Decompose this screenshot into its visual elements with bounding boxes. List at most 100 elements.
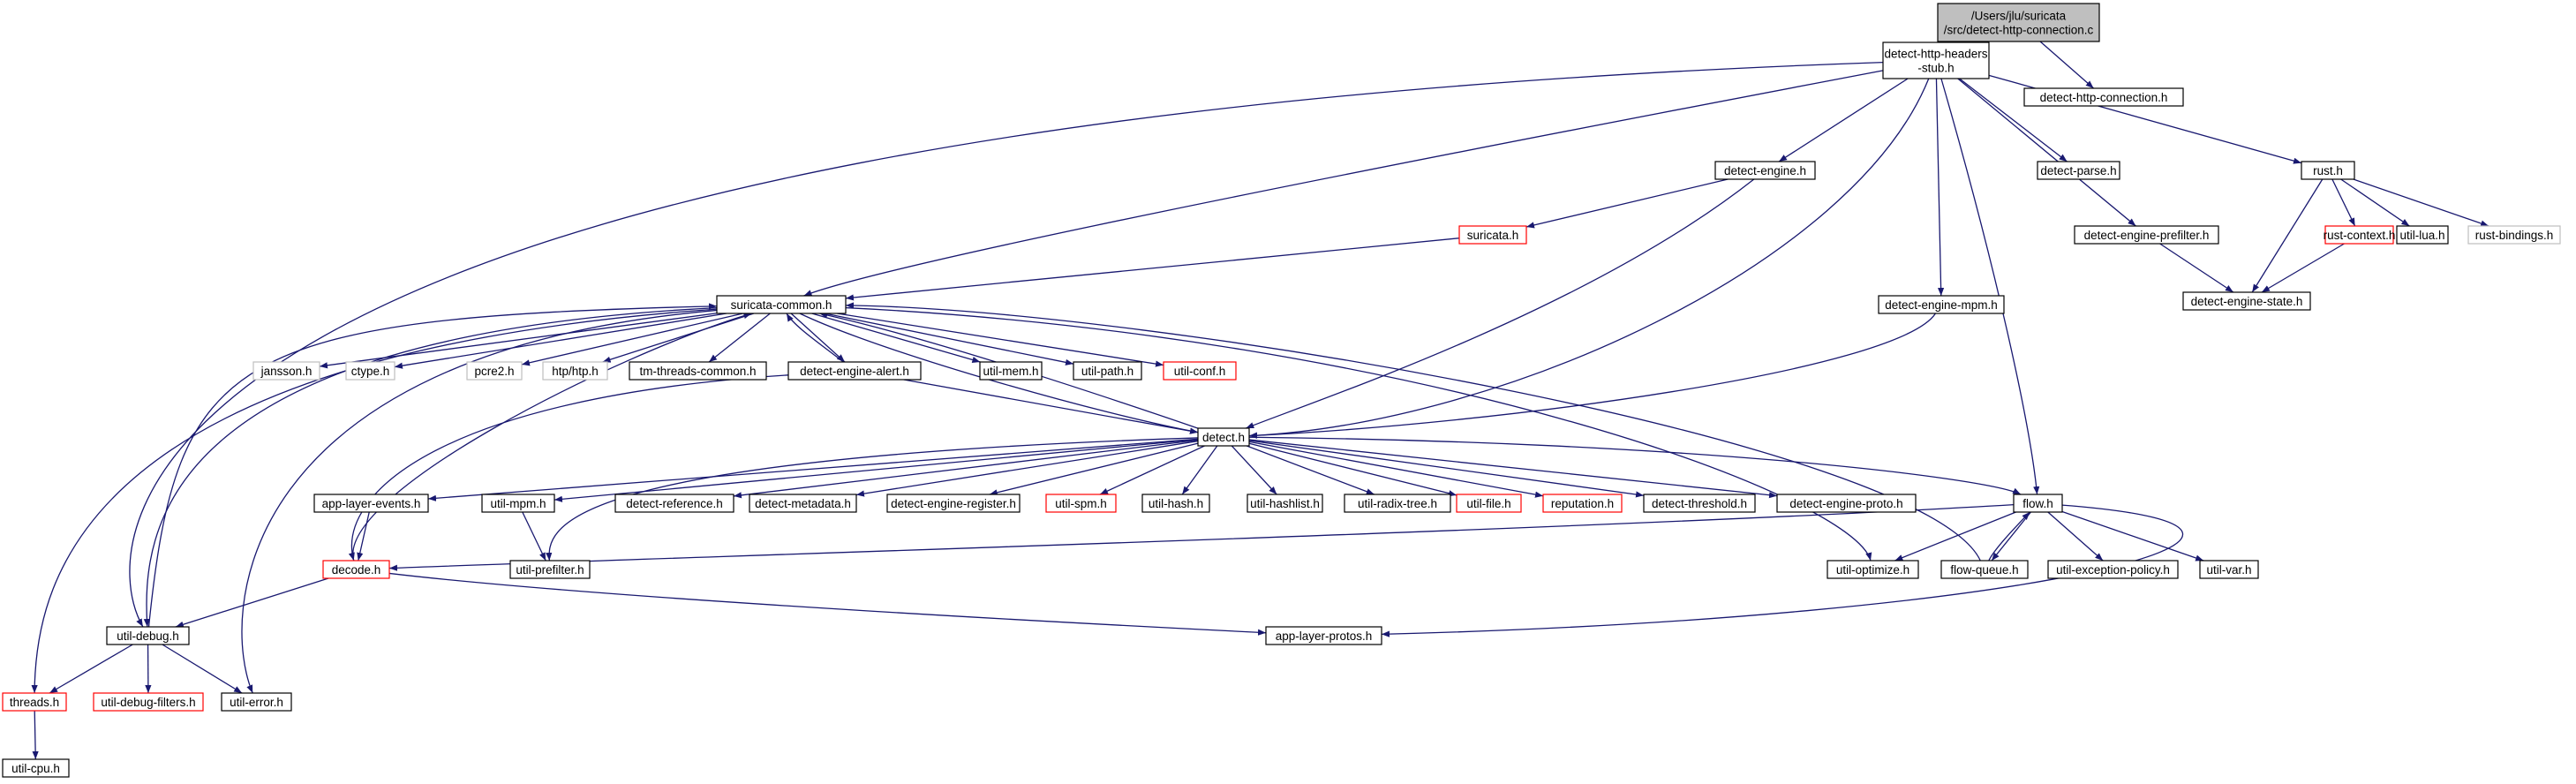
node-detect[interactable]: detect.h: [1197, 427, 1250, 447]
node-ctype[interactable]: ctype.h: [345, 361, 395, 381]
node-label: util-exception-policy.h: [2056, 563, 2170, 577]
node-rustbind[interactable]: rust-bindings.h: [2467, 225, 2561, 245]
node-box: [886, 494, 1021, 513]
node-ulua[interactable]: util-lua.h: [2396, 225, 2449, 245]
node-upref[interactable]: util-prefilter.h: [509, 560, 591, 579]
node-label: detect-engine-alert.h: [800, 365, 909, 378]
edge-sc-to-uerr: [241, 309, 718, 694]
node-box: [2037, 161, 2120, 180]
node-rust[interactable]: rust.h: [2301, 161, 2355, 180]
node-label: app-layer-protos.h: [1276, 629, 1373, 643]
node-label: util-error.h: [230, 696, 283, 709]
node-deproto[interactable]: detect-engine-proto.h: [1776, 494, 1917, 513]
node-box: [2467, 225, 2561, 245]
node-label: detect-engine-state.h: [2191, 295, 2303, 308]
edge-sc-to-uopt: [845, 306, 1872, 562]
node-uhashlist[interactable]: util-hashlist.h: [1247, 494, 1323, 513]
node-root[interactable]: /Users/jlu/suricata/src/detect-http-conn…: [1937, 3, 2100, 42]
nodes: /Users/jlu/suricata/src/detect-http-conn…: [2, 3, 2561, 778]
node-label: /Users/jlu/suricata: [1971, 10, 2067, 23]
node-uspm[interactable]: util-spm.h: [1045, 494, 1117, 513]
node-suricata[interactable]: suricata.h: [1458, 225, 1527, 245]
node-de[interactable]: detect-engine.h: [1714, 161, 1816, 180]
node-label: util-debug.h: [117, 629, 179, 643]
node-uradix[interactable]: util-radix-tree.h: [1344, 494, 1451, 513]
edge-hhs-to-sc: [803, 70, 1884, 297]
node-hhs[interactable]: detect-http-headers-stub.h: [1882, 41, 1990, 79]
node-uexc[interactable]: util-exception-policy.h: [2047, 560, 2179, 579]
node-box: [1344, 494, 1451, 513]
node-fq[interactable]: flow-queue.h: [1940, 560, 2029, 579]
edge-detect-to-reput: [1248, 441, 1544, 498]
node-label: detect-engine-register.h: [891, 497, 1016, 510]
node-label: util-mpm.h: [490, 497, 546, 510]
node-box: [313, 494, 429, 513]
node-dthr[interactable]: detect-threshold.h: [1643, 494, 1756, 513]
node-label: detect-engine.h: [1724, 164, 1806, 177]
node-threads[interactable]: threads.h: [2, 692, 67, 712]
edge-rust-to-des: [2251, 178, 2324, 293]
node-box: [322, 560, 390, 579]
node-uerr[interactable]: util-error.h: [221, 692, 292, 712]
node-box: [1776, 494, 1917, 513]
node-des[interactable]: detect-engine-state.h: [2182, 291, 2311, 311]
node-tmtc[interactable]: tm-threads-common.h: [629, 361, 767, 381]
node-sc[interactable]: suricata-common.h: [716, 295, 847, 314]
edge-decode-to-udebug: [175, 577, 329, 628]
node-flow[interactable]: flow.h: [2013, 494, 2063, 513]
node-box: [2199, 560, 2259, 579]
edge-detect-to-dref: [733, 439, 1199, 499]
node-box: [2023, 87, 2184, 107]
node-upath[interactable]: util-path.h: [1073, 361, 1142, 381]
node-box: [2, 758, 70, 778]
node-pcre2[interactable]: pcre2.h: [466, 361, 523, 381]
node-rustctx[interactable]: rust-context.h: [2324, 225, 2396, 245]
edge-root-to-dhc: [2039, 41, 2095, 89]
edge-rust-to-rustbind: [2353, 178, 2489, 227]
node-dhc[interactable]: detect-http-connection.h: [2023, 87, 2184, 107]
node-umem[interactable]: util-mem.h: [979, 361, 1043, 381]
node-uconf[interactable]: util-conf.h: [1163, 361, 1237, 381]
node-udebug[interactable]: util-debug.h: [106, 626, 190, 645]
node-dereg[interactable]: detect-engine-register.h: [886, 494, 1021, 513]
node-uhash[interactable]: util-hash.h: [1141, 494, 1210, 513]
node-box: [2, 692, 67, 712]
node-htp[interactable]: htp/htp.h: [542, 361, 608, 381]
node-label: detect-http-headers: [1884, 48, 1987, 61]
node-label: suricata-common.h: [731, 298, 832, 312]
edge-hhs-to-dp: [1959, 78, 2068, 162]
node-box: [345, 361, 395, 381]
edge-ale-to-decode: [357, 511, 370, 562]
node-reput[interactable]: reputation.h: [1542, 494, 1623, 513]
node-label: threads.h: [10, 696, 59, 709]
node-udf[interactable]: util-debug-filters.h: [93, 692, 204, 712]
edge-sc-to-detect: [799, 313, 1199, 434]
node-label: detect.h: [1202, 431, 1245, 444]
edge-flow-to-fq: [1991, 511, 2031, 562]
node-dep[interactable]: detect-engine-prefilter.h: [2074, 225, 2219, 245]
node-alp[interactable]: app-layer-protos.h: [1265, 626, 1382, 645]
node-dp[interactable]: detect-parse.h: [2037, 161, 2120, 180]
edge-dea-to-detect: [903, 379, 1199, 434]
node-dmeta[interactable]: detect-metadata.h: [749, 494, 857, 513]
edge-detect-to-sc: [819, 312, 1199, 429]
node-box: [542, 361, 608, 381]
node-box: [106, 626, 190, 645]
edge-flow-to-uexc: [2047, 511, 2104, 562]
node-dea[interactable]: detect-engine-alert.h: [787, 361, 922, 381]
node-dref[interactable]: detect-reference.h: [614, 494, 734, 513]
node-ufile[interactable]: util-file.h: [1456, 494, 1522, 513]
node-box: [1643, 494, 1756, 513]
node-uvar[interactable]: util-var.h: [2199, 560, 2259, 579]
node-uopt[interactable]: util-optimize.h: [1827, 560, 1919, 579]
node-decode[interactable]: decode.h: [322, 560, 390, 579]
node-ucpu[interactable]: util-cpu.h: [2, 758, 70, 778]
node-label: detect-http-connection.h: [2040, 91, 2168, 104]
node-ale[interactable]: app-layer-events.h: [313, 494, 429, 513]
edge-sc-to-htp: [602, 313, 755, 363]
node-dempm[interactable]: detect-engine-mpm.h: [1878, 295, 2005, 314]
node-umpm[interactable]: util-mpm.h: [481, 494, 555, 513]
node-label: util-prefilter.h: [516, 563, 584, 577]
node-jansson[interactable]: jansson.h: [252, 361, 320, 381]
node-box: [614, 494, 734, 513]
